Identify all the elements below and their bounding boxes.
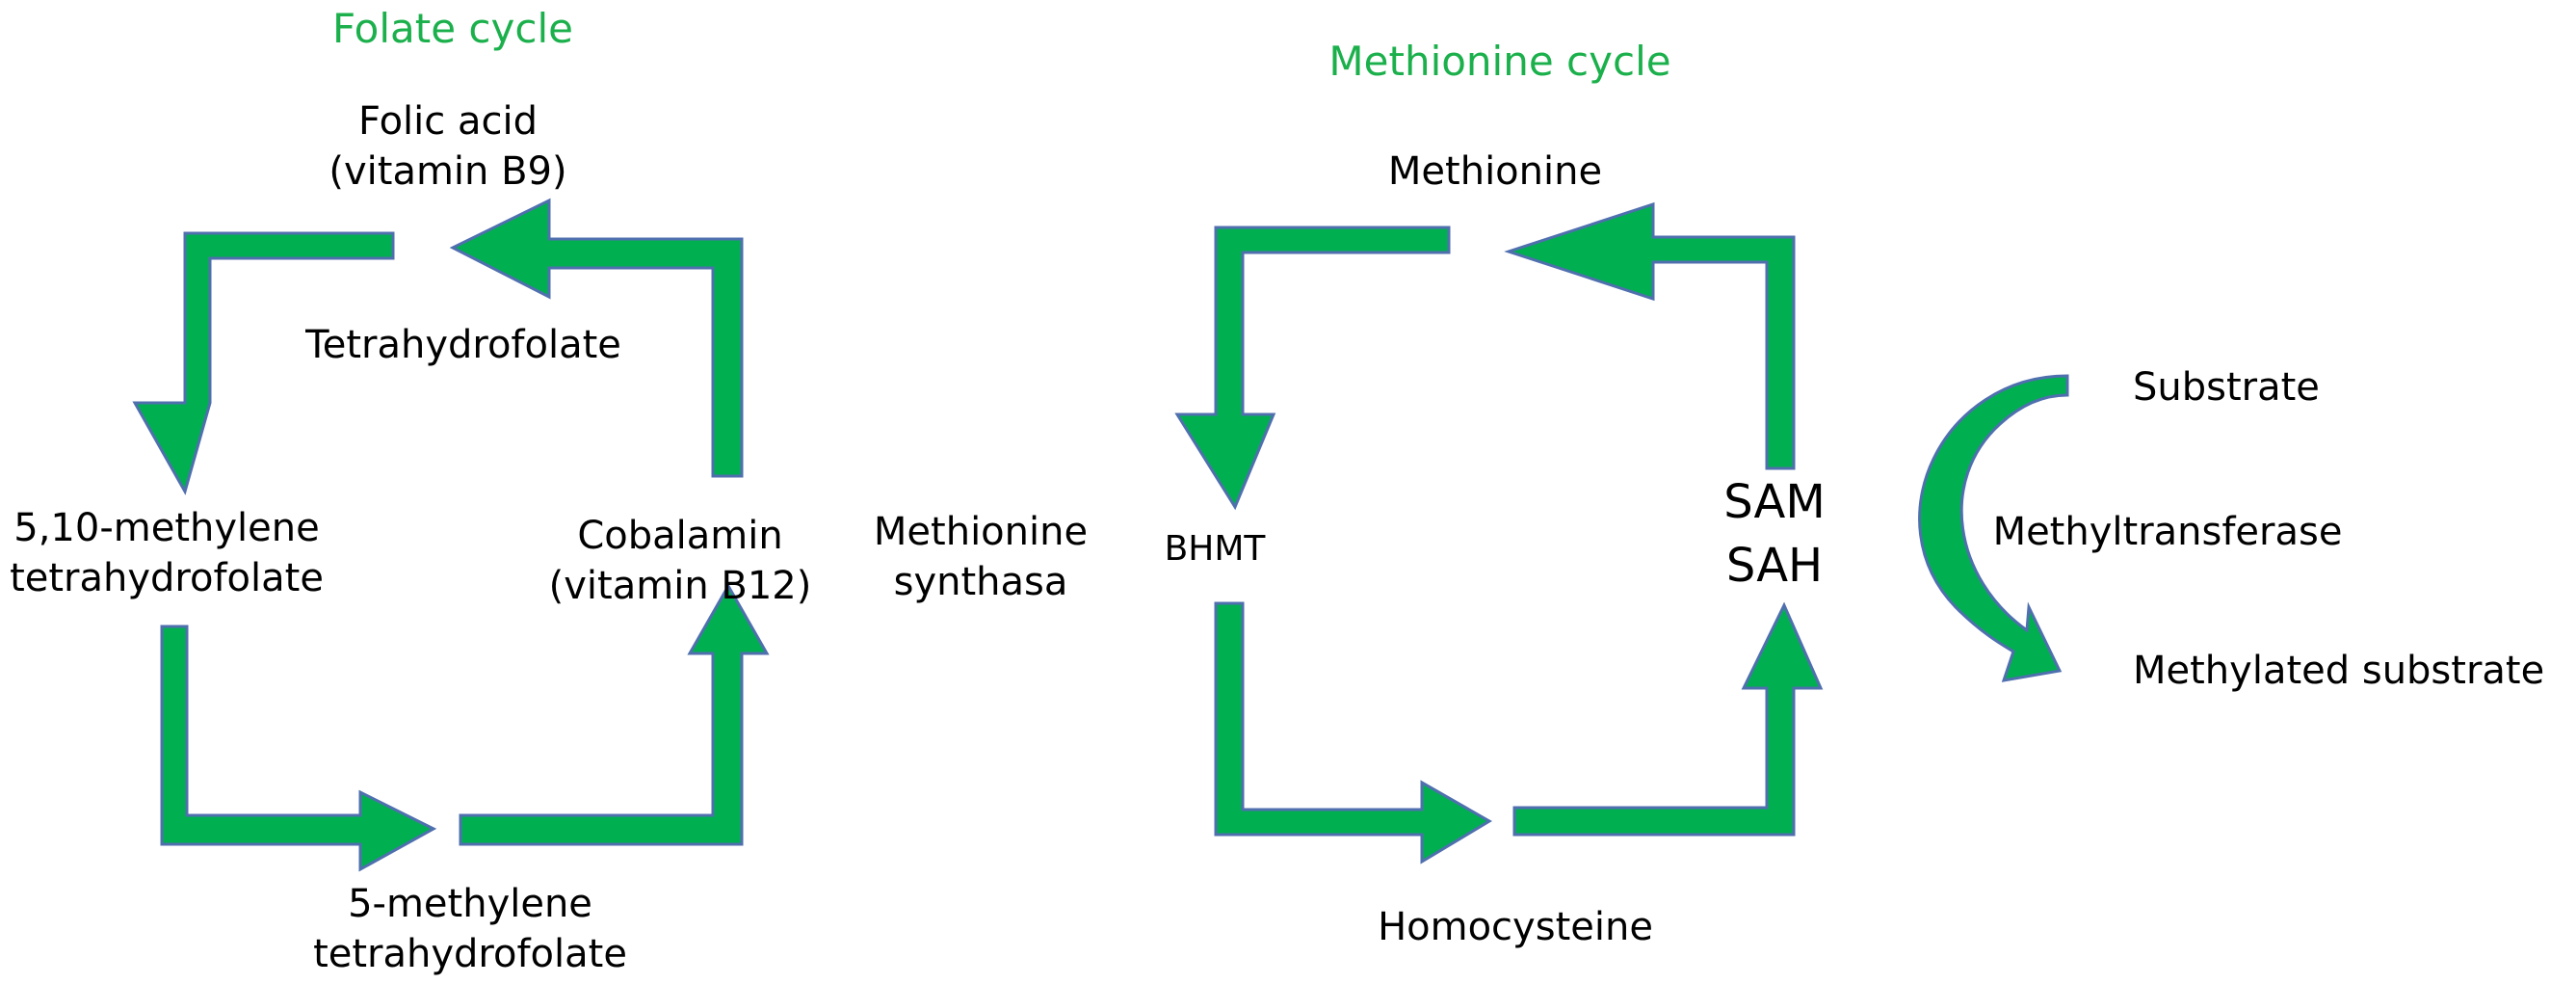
methionine-synthase-line-1: Methionine — [873, 510, 1089, 554]
arrow-methionine-to-bhmt — [1174, 226, 1451, 511]
methionine-label: Methionine — [1387, 149, 1603, 194]
arrow-510-methylene-to-5-methylene — [160, 625, 437, 872]
arrow-homocysteine-to-sam — [1512, 601, 1824, 837]
methionine-synthase-line-2: synthasa — [893, 560, 1068, 604]
arrow-bhmt-to-homocysteine — [1214, 601, 1492, 864]
folate-cycle-title: Folate cycle — [332, 5, 573, 52]
arrow-5-methylene-to-cobalamin — [459, 582, 770, 846]
methylene-thf-5-line-1: 5-methylene — [348, 882, 592, 926]
methylene-thf-5-line-2: tetrahydrofolate — [313, 932, 627, 976]
methylene-thf-510-line-2: tetrahydrofolate — [10, 556, 324, 600]
folic-acid-line-1: Folic acid — [357, 99, 538, 144]
cobalamin-line-1: Cobalamin — [577, 514, 783, 558]
tetrahydrofolate-label: Tetrahydrofolate — [305, 323, 621, 367]
methylene-thf-510-line-1: 5,10-methylene — [13, 506, 320, 550]
methyltransferase-label: Methyltransferase — [1992, 510, 2343, 554]
folic-acid-label: Folic acid (vitamin B9) — [329, 96, 566, 197]
arrow-cobalamin-to-folic — [449, 198, 744, 478]
homocysteine-label: Homocysteine — [1378, 905, 1653, 949]
arrow-folic-to-510-methylene — [132, 231, 395, 495]
methionine-cycle-title: Methionine cycle — [1328, 38, 1671, 85]
arrow-methyltransferase-curve — [1918, 374, 2069, 682]
methylated-substrate-label: Methylated substrate — [2133, 649, 2545, 693]
methylene-thf-5-label: 5-methylene tetrahydrofolate — [313, 879, 627, 979]
cobalamin-line-2: (vitamin B12) — [548, 564, 812, 608]
methylene-thf-510-label: 5,10-methylene tetrahydrofolate — [10, 503, 324, 603]
sah-label: SAH — [1725, 539, 1824, 593]
folic-acid-line-2: (vitamin B9) — [329, 149, 567, 194]
methionine-synthase-label: Methionine synthasa — [874, 507, 1088, 607]
bhmt-label: BHMT — [1164, 529, 1266, 569]
arrow-sah-to-methionine — [1504, 201, 1796, 470]
sam-label: SAM — [1723, 475, 1826, 529]
cobalamin-label: Cobalamin (vitamin B12) — [549, 511, 812, 611]
substrate-label: Substrate — [2133, 365, 2320, 410]
